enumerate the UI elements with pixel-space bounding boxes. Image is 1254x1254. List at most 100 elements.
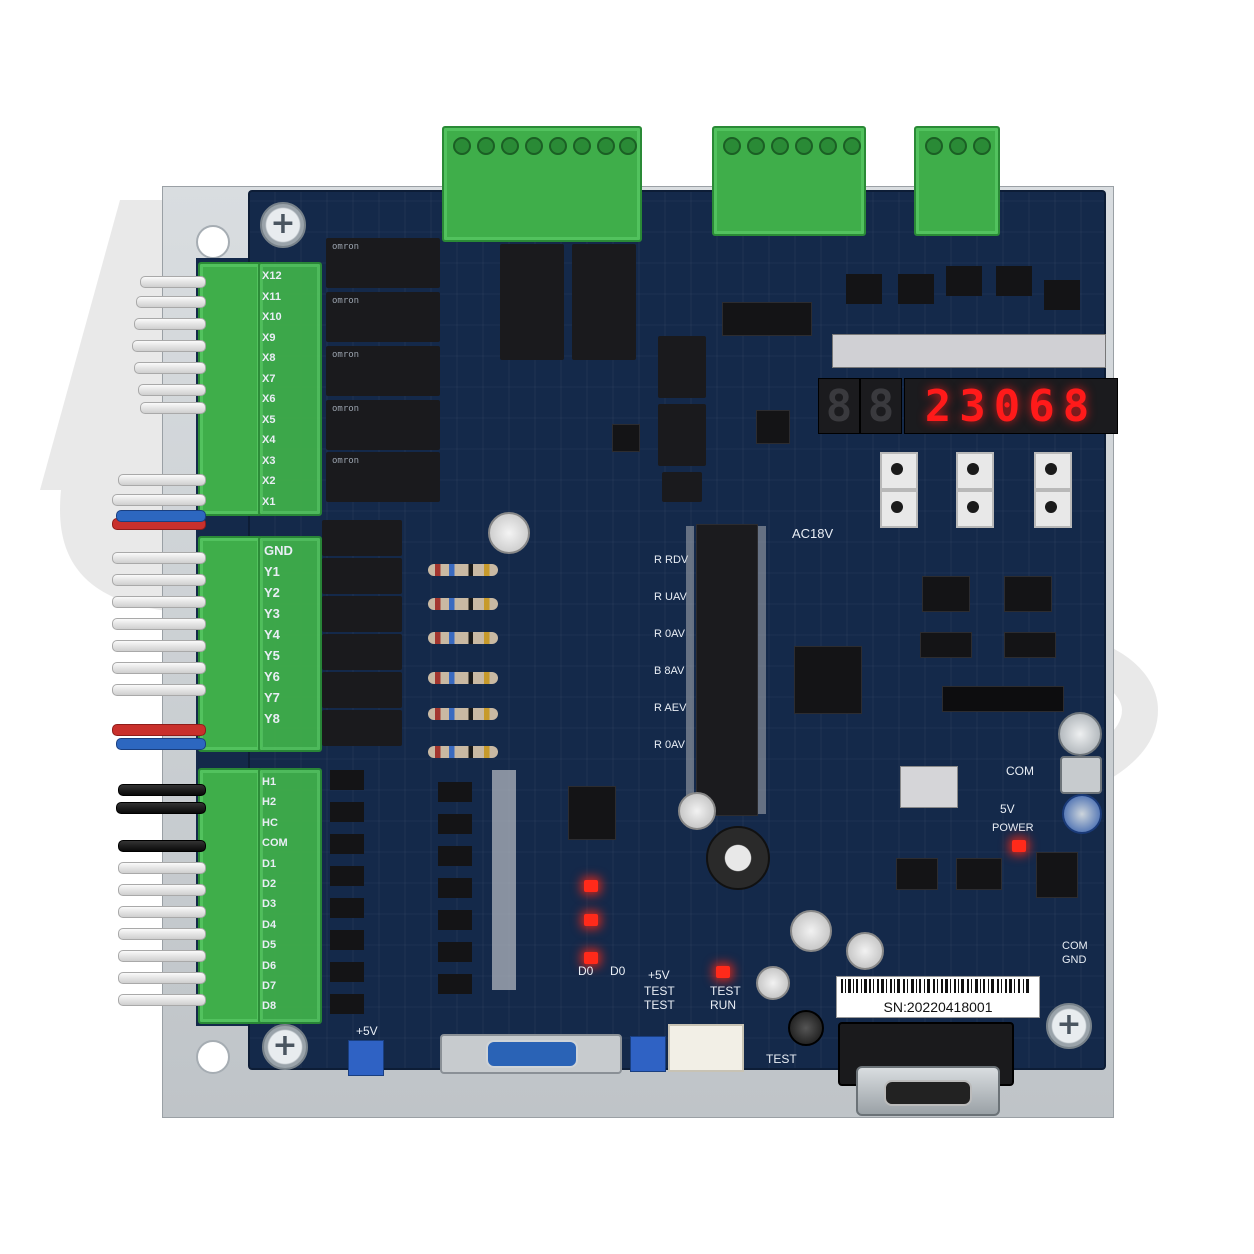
terminal-label: Y7 [264, 690, 280, 705]
relay-small [322, 672, 402, 708]
wire [118, 474, 206, 486]
wire [118, 928, 206, 940]
wire-black [116, 802, 206, 814]
run-led [716, 966, 730, 978]
tactile-button[interactable] [1034, 452, 1072, 490]
capacitor [1058, 712, 1102, 756]
tactile-button[interactable] [880, 490, 918, 528]
test-label-bottom: TEST [766, 1052, 797, 1066]
relay-small [322, 520, 402, 556]
relay-medium [662, 472, 702, 502]
wire [134, 318, 206, 330]
test-run-label-run: RUN [710, 998, 736, 1012]
relay: omron [326, 292, 440, 342]
com-gnd-label-gnd: GND [1062, 954, 1087, 966]
wire-black [118, 840, 206, 852]
wire [134, 362, 206, 374]
relay-large [572, 244, 636, 360]
terminal-block-left-top [198, 262, 262, 516]
test-label: TEST [644, 984, 675, 998]
seven-seg-display: 23068 [904, 378, 1118, 434]
trimmer-pot[interactable] [630, 1036, 666, 1072]
relay-small [322, 710, 402, 746]
plus5v-label: +5V [648, 968, 670, 982]
mount-hole-top-left [196, 225, 230, 259]
terminal-plug-mid [258, 536, 322, 752]
diode-array [330, 770, 516, 1014]
terminal-label: X6 [262, 393, 276, 405]
tactile-button[interactable] [1034, 490, 1072, 528]
capacitor [756, 966, 790, 1000]
terminal-label: X12 [262, 270, 282, 282]
socket-pins [686, 526, 766, 814]
terminal-label: X10 [262, 311, 282, 323]
chip [568, 786, 616, 840]
plus5v-label-bottom: +5V [356, 1024, 378, 1038]
r-label: R UAV [654, 591, 687, 603]
test-run-label-test: TEST [710, 984, 741, 998]
chip [612, 424, 640, 452]
trimmer-pot[interactable] [348, 1040, 384, 1076]
terminal-label: D2 [262, 878, 277, 891]
5v-label: 5V [1000, 802, 1015, 816]
terminal-plug-top [258, 262, 322, 516]
status-led [584, 880, 598, 892]
terminal-label: HC [262, 816, 278, 829]
jst-connector[interactable] [668, 1024, 744, 1072]
tactile-button[interactable] [956, 490, 994, 528]
r-label: R AEV [654, 702, 687, 714]
terminal-label: X8 [262, 352, 276, 364]
capacitor [790, 910, 832, 952]
com-gnd-label-com: COM [1062, 940, 1088, 952]
terminal-label: Y4 [264, 627, 280, 642]
chip [1004, 632, 1056, 658]
terminal-label: X9 [262, 331, 276, 344]
terminal-label: D5 [262, 939, 277, 952]
ac18v-label: AC18V [792, 526, 834, 541]
com-label: COM [1006, 764, 1034, 778]
test-label-2: TEST [644, 998, 675, 1012]
capacitor [846, 932, 884, 970]
terminal-label: H2 [262, 796, 277, 809]
crystal-oscillator [900, 766, 958, 808]
wire [136, 296, 206, 308]
chip-qfp [794, 646, 862, 714]
terminal-label: X11 [262, 290, 281, 303]
seven-seg-digit-off: 8 [818, 378, 860, 434]
terminal-label: H1 [262, 776, 277, 788]
terminal-label: X2 [262, 475, 276, 487]
terminal-plug-bottom [258, 768, 322, 1024]
relay: omron [326, 346, 440, 396]
terminal-label: D1 [262, 857, 277, 870]
capacitor-large [706, 826, 770, 890]
resistor [428, 708, 498, 720]
tactile-button[interactable] [880, 452, 918, 490]
chip [722, 302, 812, 336]
chip [756, 410, 790, 444]
r-label: R 0AV [654, 628, 685, 640]
terminal-label: Y6 [264, 669, 280, 684]
relay: omron [326, 238, 440, 288]
relay-medium [658, 336, 706, 398]
wire-black [118, 784, 206, 796]
wire [132, 340, 206, 352]
relay-brand: omron [332, 242, 360, 252]
wire [138, 384, 206, 396]
resistor-array-strip [832, 334, 1106, 368]
terminal-label: D8 [262, 1000, 277, 1013]
wire [118, 994, 206, 1006]
terminal-label: GND [264, 543, 293, 558]
tactile-button[interactable] [956, 452, 994, 490]
terminal-label: X5 [262, 413, 276, 426]
r-label: B 8AV [654, 665, 685, 677]
wire [112, 640, 206, 652]
terminal-label: X7 [262, 372, 276, 385]
relay-brand: omron [332, 296, 360, 306]
capacitor-blue [1062, 794, 1102, 834]
terminal-label: COM [262, 837, 288, 850]
terminal-label: D4 [262, 918, 277, 931]
d0-label-2: D0 [578, 964, 594, 978]
